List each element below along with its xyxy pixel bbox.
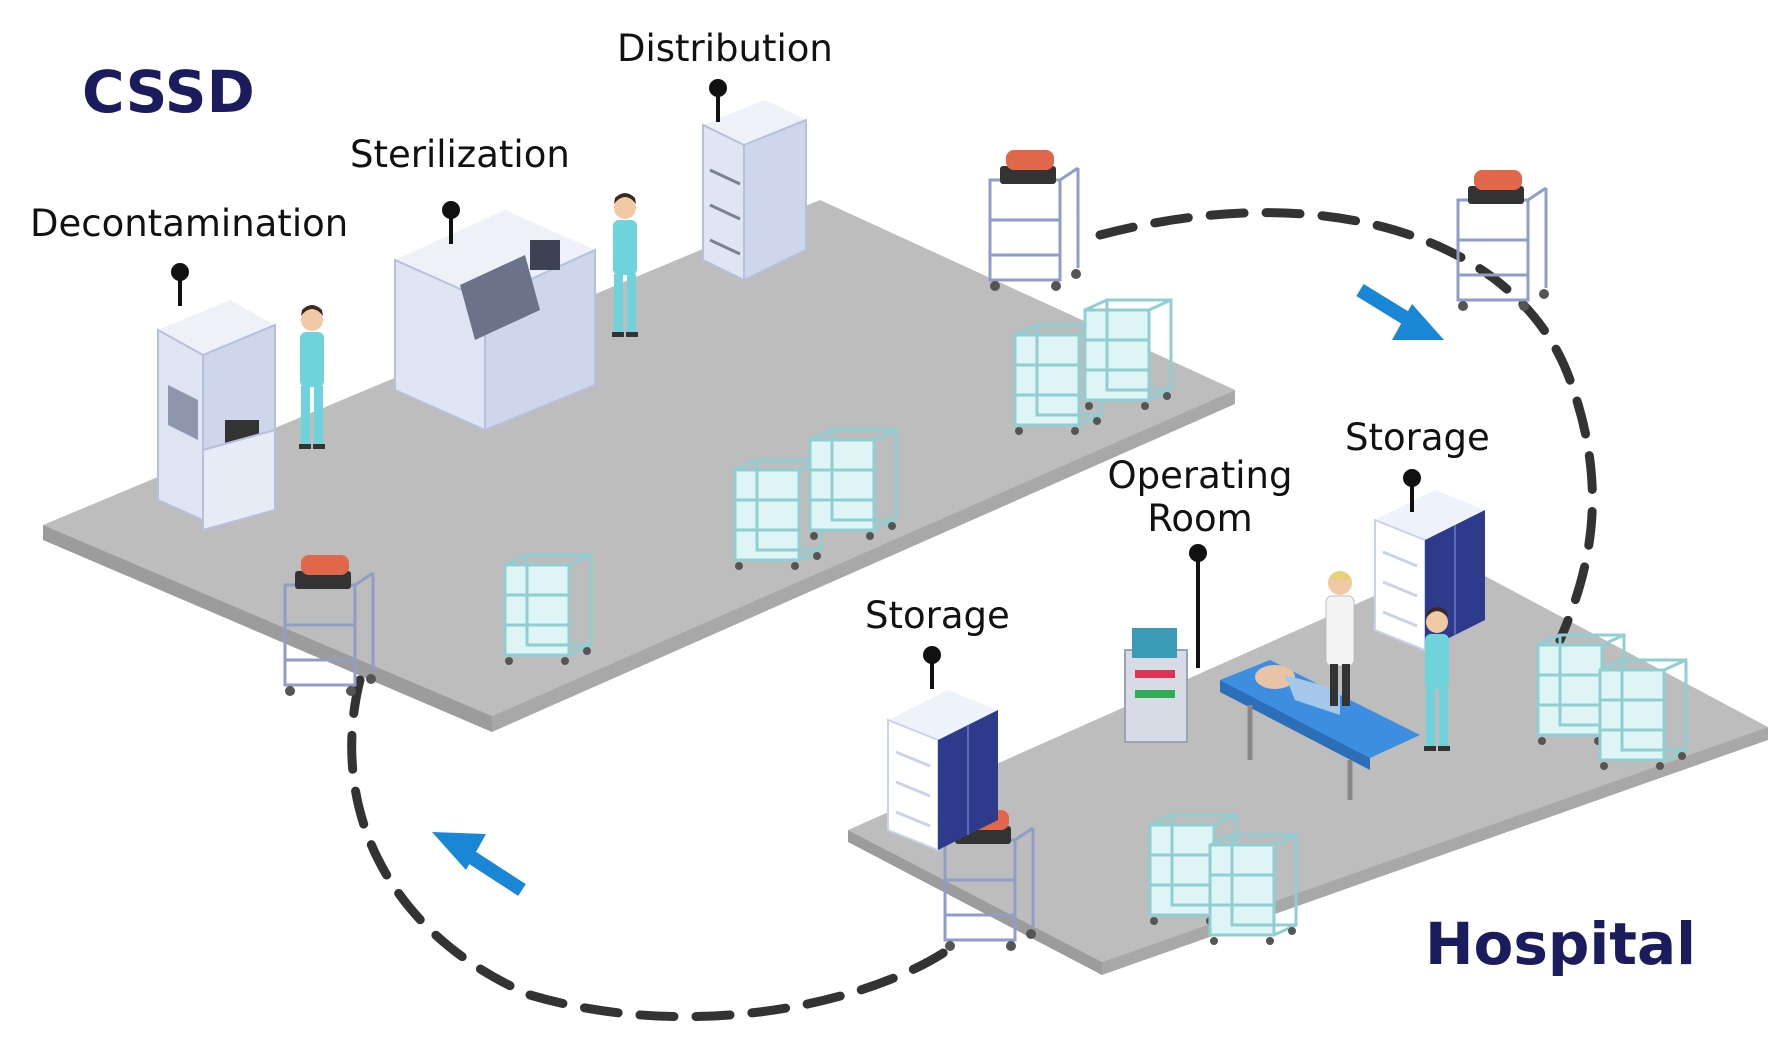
doctor [1325, 571, 1355, 706]
station-label-decontamination: Decontamination [30, 202, 349, 245]
hospital-title: Hospital [1425, 910, 1697, 978]
station-label-storage-right: Storage [1345, 416, 1490, 459]
transport-cart-icon [988, 148, 1083, 293]
distribution-cabinet [702, 100, 807, 282]
decontamination-washer [157, 300, 276, 532]
monitor-cart [1124, 628, 1188, 743]
station-label-operating-room: Operating Room [1107, 454, 1293, 540]
flow-arrow-icon [1356, 284, 1444, 340]
supply-loop-path [347, 675, 960, 1022]
station-label-storage-left: Storage [865, 594, 1010, 637]
pin-icon [1189, 544, 1207, 668]
return-loop-path [1095, 208, 1597, 645]
cssd-title: CSSD [82, 58, 255, 126]
sterilizer-machine [394, 210, 596, 432]
station-label-sterilization: Sterilization [350, 133, 570, 176]
pin-icon [169, 261, 191, 308]
pin-icon [921, 644, 943, 691]
storage-cabinet-left [886, 688, 1000, 852]
station-label-distribution: Distribution [617, 27, 833, 70]
flow-arrow-icon [432, 832, 526, 896]
operating-bed [1220, 660, 1420, 800]
pin-icon [707, 77, 729, 124]
